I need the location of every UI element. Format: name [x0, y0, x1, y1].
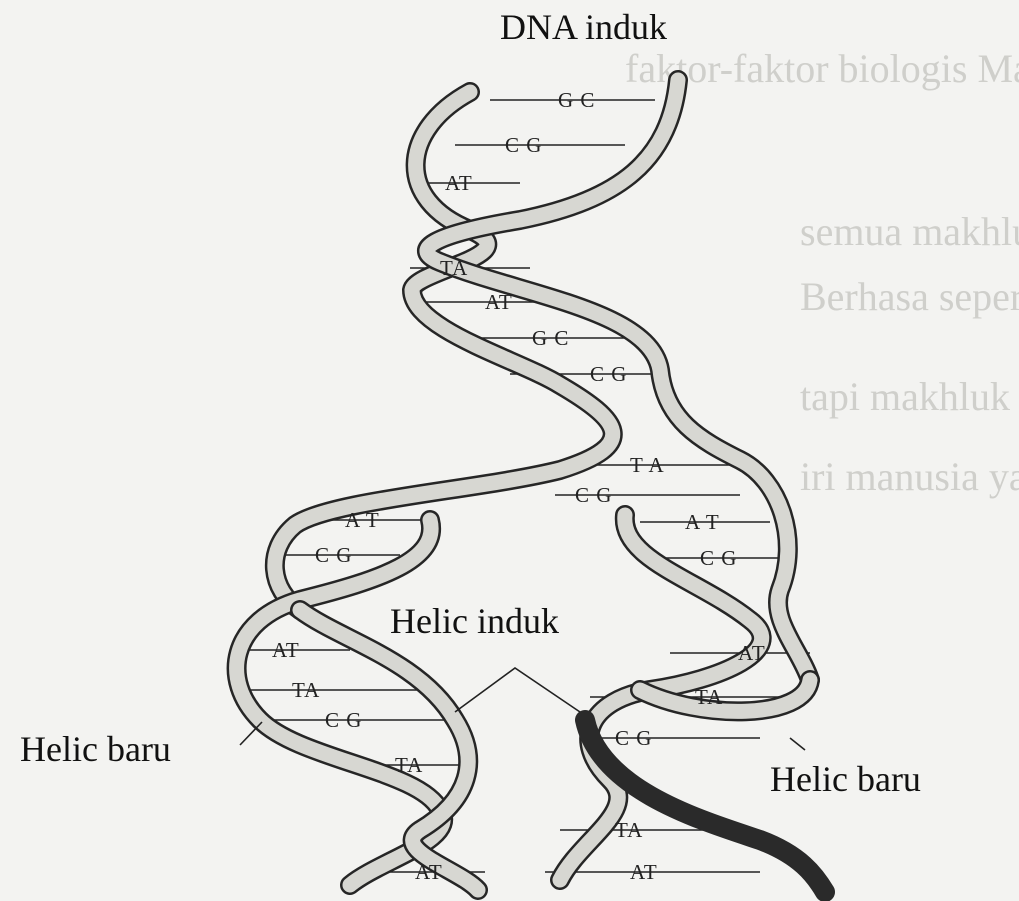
new-helix-right-label: Helic baru	[770, 758, 921, 800]
parent-helix-callout	[455, 668, 580, 712]
bg-text-line: semua makhluk hidup terdiri dari sel se	[800, 209, 1019, 254]
parent-strand	[275, 92, 613, 610]
base-pair-label: C G	[315, 543, 352, 567]
base-pair-label: C G	[575, 483, 612, 507]
diagram-title: DNA induk	[500, 6, 667, 48]
right-label-pointer	[790, 738, 805, 750]
base-pair-label: AT	[415, 860, 443, 884]
callout-line	[455, 668, 580, 712]
base-pair-label: C G	[590, 362, 627, 386]
base-pair-label: AT	[485, 290, 513, 314]
parent-strand-face	[275, 92, 613, 610]
base-pair-label: G C	[532, 326, 569, 350]
base-pair-label: A T	[345, 508, 380, 532]
base-pair-label: C G	[700, 546, 737, 570]
base-pair-label: AT	[445, 171, 473, 195]
base-pair-label: G C	[558, 88, 595, 112]
base-pair-label: TA	[615, 818, 643, 842]
base-pair-label: C G	[615, 726, 652, 750]
base-pair-label: C G	[325, 708, 362, 732]
new-helix-left-label: Helic baru	[20, 728, 171, 770]
base-pair-label: AT	[272, 638, 300, 662]
dna-strands	[237, 80, 825, 892]
base-pair-label: A T	[685, 510, 720, 534]
base-pair-label: AT	[630, 860, 658, 884]
base-pair-label: TA	[292, 678, 320, 702]
base-pair-label: TA	[395, 753, 423, 777]
bg-text-line: tapi makhluk hidup lainnya terdiri a	[800, 374, 1019, 419]
base-pair-label: AT	[738, 641, 766, 665]
base-pair-label: TA	[440, 256, 468, 280]
base-pair-label: TA	[695, 685, 723, 709]
bg-text-line: Berhasa seperti jamur bakteri, hang	[800, 274, 1019, 319]
base-pair-label: C G	[505, 133, 542, 157]
left-label-pointer	[240, 722, 262, 745]
bg-text-line: iri manusia yang dibedakan ada s	[800, 454, 1019, 499]
parent-helix-label: Helic induk	[390, 600, 559, 642]
base-pair-label: T A	[630, 453, 665, 477]
